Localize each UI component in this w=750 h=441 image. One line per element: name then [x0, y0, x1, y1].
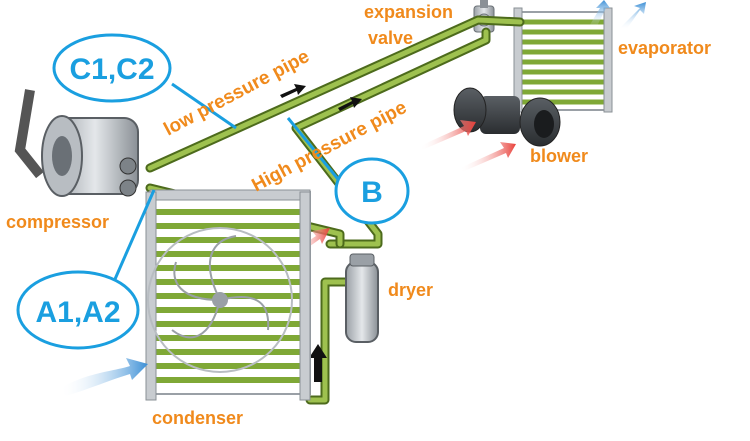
- flow-arrow-low: [280, 84, 306, 98]
- dryer-unit: [345, 253, 379, 343]
- compressor-belt: [14, 89, 44, 179]
- label-dryer: dryer: [388, 280, 433, 300]
- condenser-side-right: [299, 191, 311, 401]
- label-expansion-line2: valve: [368, 28, 413, 48]
- callout-c1c2-ellipse: [52, 33, 172, 103]
- incoming-air-arrow: [60, 358, 148, 396]
- leader-c1c2: [171, 82, 237, 130]
- callout-leaders: [110, 82, 344, 287]
- cold-air-arrows: [588, 0, 646, 30]
- condenser-unit: [145, 189, 311, 401]
- flow-arrow-high: [338, 97, 362, 111]
- callout-a1a2-ellipse: [16, 270, 140, 350]
- compressor-unit: [14, 89, 139, 197]
- compressor-pulley-center: [52, 136, 72, 176]
- label-evaporator: evaporator: [618, 38, 711, 58]
- callout-c1c2-text: C1,C2: [69, 53, 154, 86]
- low-pressure-pipe: [147, 17, 523, 171]
- leader-b: [286, 117, 344, 185]
- compressor-port-discharge: [119, 179, 137, 197]
- dryer-cap: [349, 253, 375, 267]
- leader-a1a2: [110, 189, 156, 287]
- condenser-fan-blades: [171, 235, 270, 339]
- liquid-pipe: [307, 279, 355, 403]
- callout-a1a2-text: A1,A2: [35, 296, 120, 329]
- expansion-valve-cap: [480, 0, 488, 8]
- condenser-top-bar: [149, 189, 311, 201]
- condenser-fan-hub: [212, 292, 228, 308]
- label-condenser: condenser: [152, 408, 243, 428]
- label-compressor: compressor: [6, 212, 109, 232]
- blower-hub: [534, 110, 554, 138]
- evaporator-coils: [522, 19, 604, 105]
- callout-b-ellipse: [334, 157, 410, 225]
- label-expansion-line1: expansion: [364, 2, 453, 22]
- cold-air-arrow-2: [620, 2, 646, 30]
- condenser-side-left: [145, 191, 157, 401]
- blower-motor: [480, 96, 520, 134]
- warm-air-arrow-1: [420, 120, 476, 150]
- flow-arrow-liquid: [309, 344, 327, 382]
- compressor-port-suction: [119, 157, 137, 175]
- dryer-body: [345, 261, 379, 343]
- condenser-fan-ring: [147, 227, 293, 373]
- callout-b-text: B: [361, 176, 383, 209]
- warm-air-arrow-2: [460, 142, 516, 172]
- label-blower: blower: [530, 146, 588, 166]
- cold-air-arrow-1: [588, 0, 610, 28]
- evaporator-side-right: [603, 7, 613, 113]
